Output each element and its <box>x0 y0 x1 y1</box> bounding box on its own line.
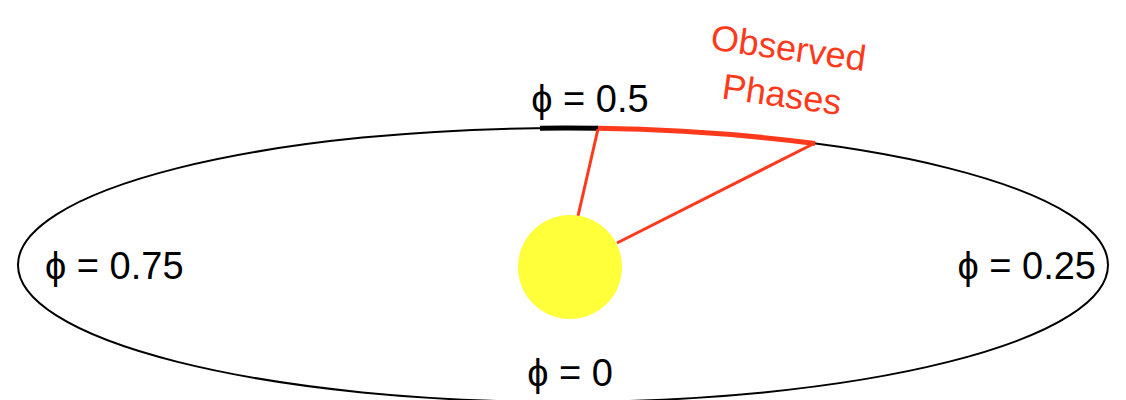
phase-label: ϕ = 0.75 <box>45 245 184 289</box>
sight-line <box>617 143 815 243</box>
phase-segment <box>540 126 598 131</box>
observed-label: Observed Phases <box>701 15 869 129</box>
phase-label: ϕ = 0.5 <box>531 78 648 122</box>
sight-line <box>578 129 598 216</box>
phase-label: ϕ = 0.25 <box>957 245 1096 289</box>
star <box>518 215 622 319</box>
orbit-ellipse <box>18 128 1108 400</box>
observed-arc <box>598 128 815 143</box>
phase-label: ϕ = 0 <box>527 352 613 396</box>
